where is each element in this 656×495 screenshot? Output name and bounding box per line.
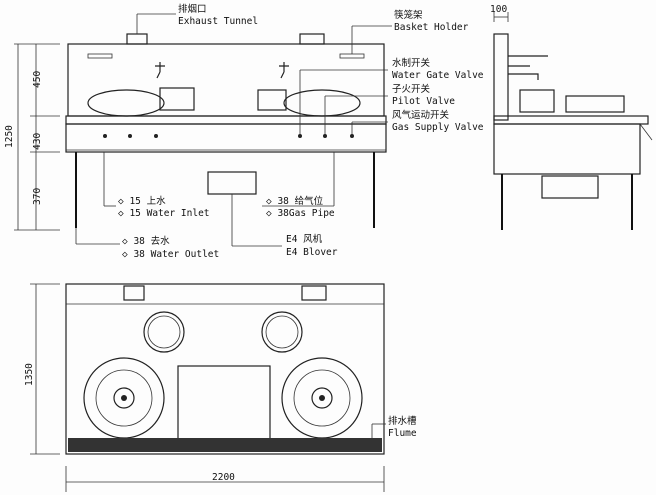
side-elevation: 100 [490,4,653,230]
label-gas-pipe-en: ◇ 38Gas Pipe [266,208,335,219]
dim-middle: 430 [32,133,43,150]
label-pilot-zh: 子火开关 [392,83,431,95]
dim-plan-depth: 1350 [24,363,35,386]
label-water-outlet-en: ◇ 38 Water Outlet [122,249,219,260]
front-callouts: 排烟口 Exhaust Tunnel 筷笼架 Basket Holder 水制开… [75,3,484,260]
dim-total-height: 1250 [4,125,15,148]
label-blower-zh: E4 风机 [286,233,323,245]
label-pilot-en: Pilot Valve [392,96,455,107]
label-water-outlet-zh: ◇ 38 去水 [122,235,170,247]
dim-upper: 450 [32,71,43,88]
label-water-gate-en: Water Gate Valve [392,70,484,81]
label-basket-zh: 筷笼架 [394,9,423,21]
label-gas-pipe-zh: ◇ 38 给气位 [266,195,324,207]
label-flume-zh: 排水槽 [388,415,417,427]
label-gas-supply-zh: 风气运动开关 [392,109,450,121]
label-blower-en: E4 Blover [286,247,338,258]
label-water-inlet-en: ◇ 15 Water Inlet [118,208,210,219]
dim-lower: 370 [32,188,43,205]
label-exhaust-en: Exhaust Tunnel [178,16,258,27]
label-water-inlet-zh: ◇ 15 上水 [118,195,166,207]
label-basket-en: Basket Holder [394,22,469,33]
label-gas-supply-en: Gas Supply Valve [392,122,484,133]
plan-dimensions: 1350 2200 [24,283,385,492]
plan-view: 排水槽 Flume [65,283,417,455]
label-flume-en: Flume [388,428,417,439]
label-water-gate-zh: 水制开关 [392,57,431,69]
dim-side-depth: 100 [490,4,507,15]
label-exhaust-zh: 排烟口 [178,3,207,15]
front-elevation [65,33,387,228]
front-dimensions: 1250 450 430 370 [4,43,60,231]
dim-plan-width: 2200 [212,472,235,483]
